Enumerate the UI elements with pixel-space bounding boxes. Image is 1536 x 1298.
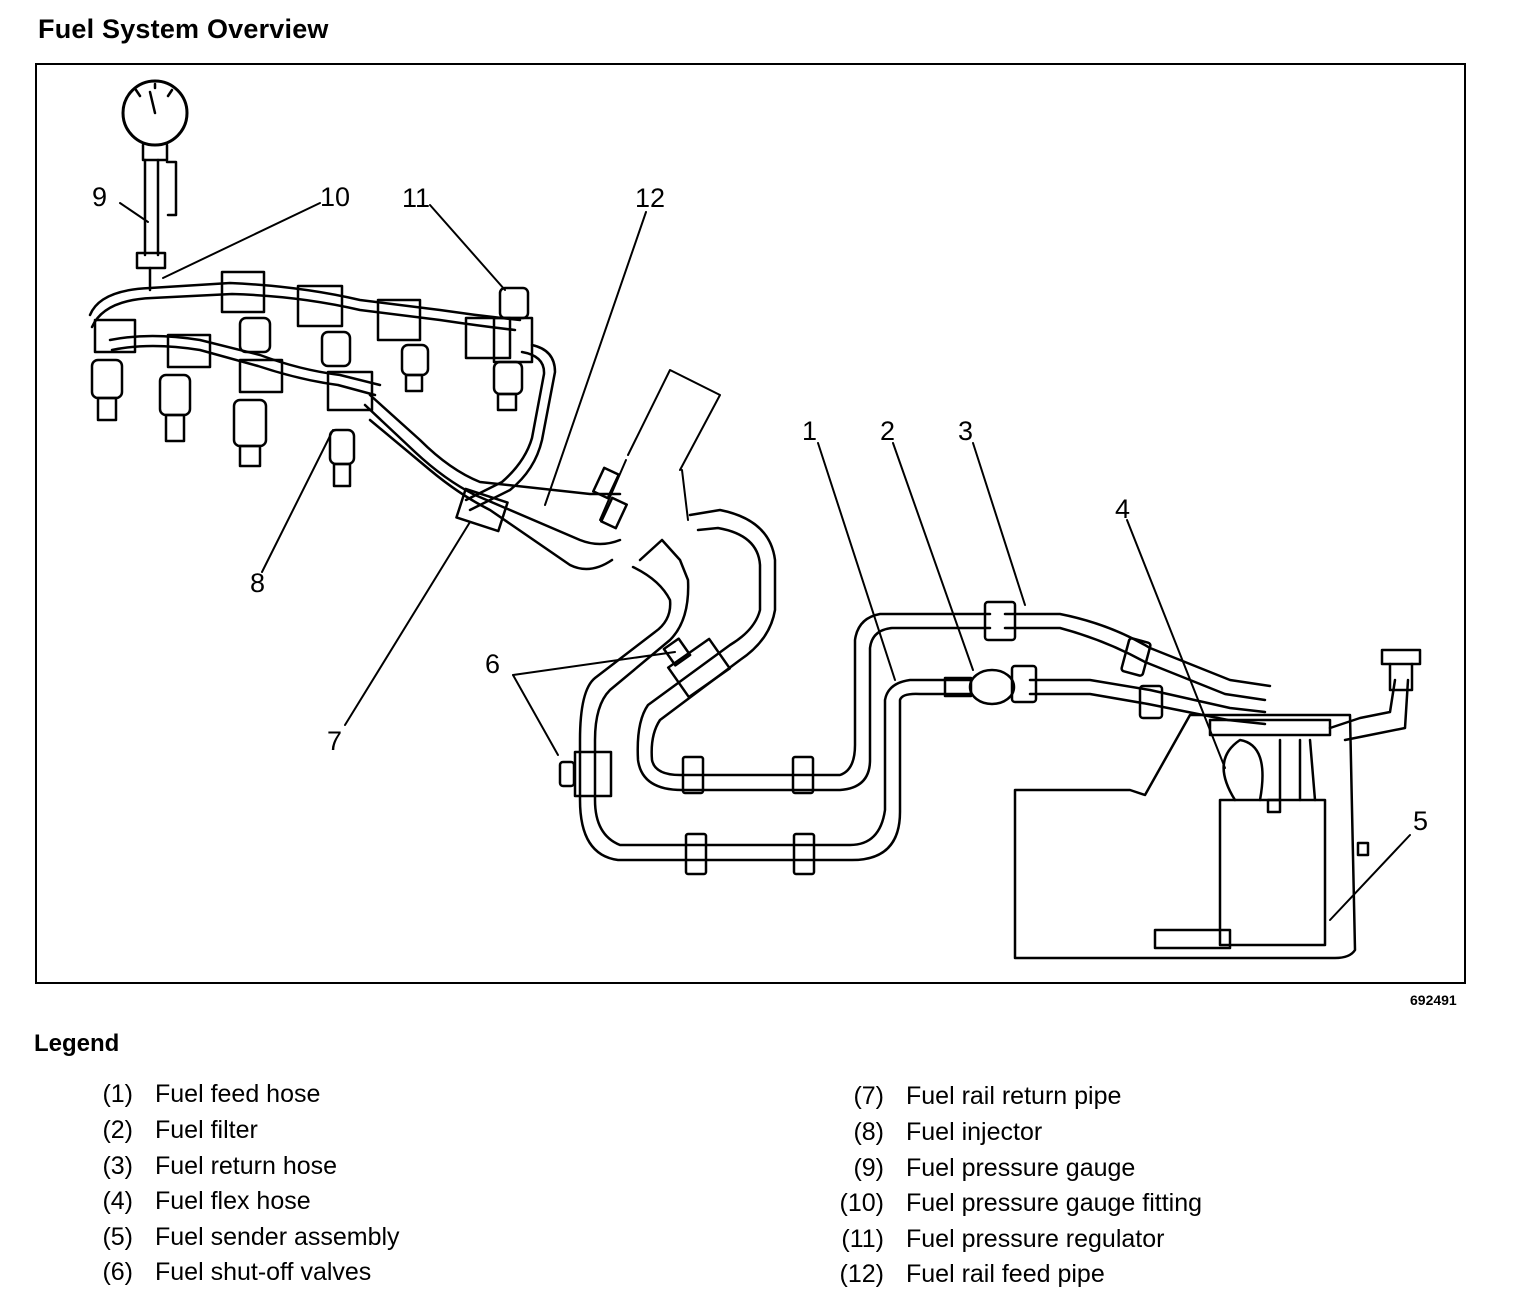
fuel-injector [296,284,352,368]
legend-title: Legend [34,1030,120,1057]
legend-label: Fuel shut-off valves [155,1258,372,1286]
legend-label: Fuel return hose [155,1152,338,1180]
fuel-pressure-gauge [121,79,189,292]
callout-9: 9 [92,182,107,212]
page-title: Fuel System Overview [38,14,329,44]
fuel-rail [88,281,522,397]
legend-label: Fuel flex hose [155,1187,311,1215]
diagram-frame [35,63,1466,984]
callout-labels: 9 10 11 12 1 2 3 4 5 6 7 8 [92,182,1428,836]
legend-number: (3) [102,1152,133,1180]
legend-label: Fuel rail feed pipe [906,1260,1105,1288]
fuel-tank [1013,648,1422,960]
legend-number: (2) [102,1116,133,1144]
fuel-injector-group [90,270,524,488]
legend-item: (5) Fuel sender assembly [102,1223,400,1252]
legend-number: (9) [853,1154,884,1182]
callout-4: 4 [1115,494,1130,524]
callout-8: 8 [250,568,265,598]
fuel-injector [220,270,272,354]
callout-3: 3 [958,416,973,446]
legend-item: (3) Fuel return hose [102,1152,338,1181]
legend-item: (9) Fuel pressure gauge [853,1154,1136,1183]
legend-item: (1) Fuel feed hose [102,1080,321,1109]
legend-label: Fuel pressure regulator [906,1225,1165,1253]
fuel-sender-assembly [1218,798,1327,947]
fuel-rail-pipes [363,343,628,571]
legend-number: (8) [853,1118,884,1146]
fuel-injector [90,318,137,422]
legend-number: (10) [839,1189,884,1217]
fuel-filter [968,668,1016,706]
legend-number: (7) [853,1082,884,1110]
legend-label: Fuel sender assembly [155,1223,400,1251]
legend-label: Fuel injector [906,1118,1043,1146]
callout-1: 1 [802,416,817,446]
legend-label: Fuel pressure gauge [906,1154,1136,1182]
legend-number: (6) [102,1258,133,1286]
legend-item: (8) Fuel injector [853,1118,1043,1147]
fuel-injector [232,358,284,468]
legend-number: (1) [102,1080,133,1108]
legend-label: Fuel pressure gauge fitting [906,1189,1203,1217]
legend-item: (6) Fuel shut-off valves [102,1258,372,1287]
legend-item: (7) Fuel rail return pipe [853,1082,1122,1111]
legend-label: Fuel feed hose [155,1080,321,1108]
fuel-hoses-rear [943,600,1272,726]
frame-rail [599,369,721,521]
legend-number: (5) [102,1223,133,1251]
fuel-injector [376,298,430,393]
fuel-pressure-regulator [492,286,534,364]
leader-lines [119,202,1411,921]
callout-10: 10 [320,182,350,212]
legend-item: (10) Fuel pressure gauge fitting [840,1189,1203,1218]
callout-7: 7 [327,726,342,756]
figure-id: 692491 [1410,992,1457,1008]
callout-12: 12 [635,183,665,213]
fuel-injector [326,370,374,488]
callout-6: 6 [485,649,500,679]
fuel-lines-mid [558,508,992,876]
legend-number: (11) [841,1225,884,1253]
legend-item: (11) Fuel pressure regulator [841,1225,1165,1254]
fuel-injector [158,333,212,443]
callout-2: 2 [880,416,895,446]
legend-label: Fuel rail return pipe [906,1082,1122,1110]
legend-label: Fuel filter [155,1116,258,1144]
legend-number: (12) [839,1260,884,1288]
legend-number: (4) [102,1187,133,1215]
callout-5: 5 [1413,806,1428,836]
legend-item: (12) Fuel rail feed pipe [840,1260,1105,1289]
callout-11: 11 [402,183,430,213]
legend-item: (2) Fuel filter [102,1116,258,1145]
legend-item: (4) Fuel flex hose [102,1187,311,1216]
